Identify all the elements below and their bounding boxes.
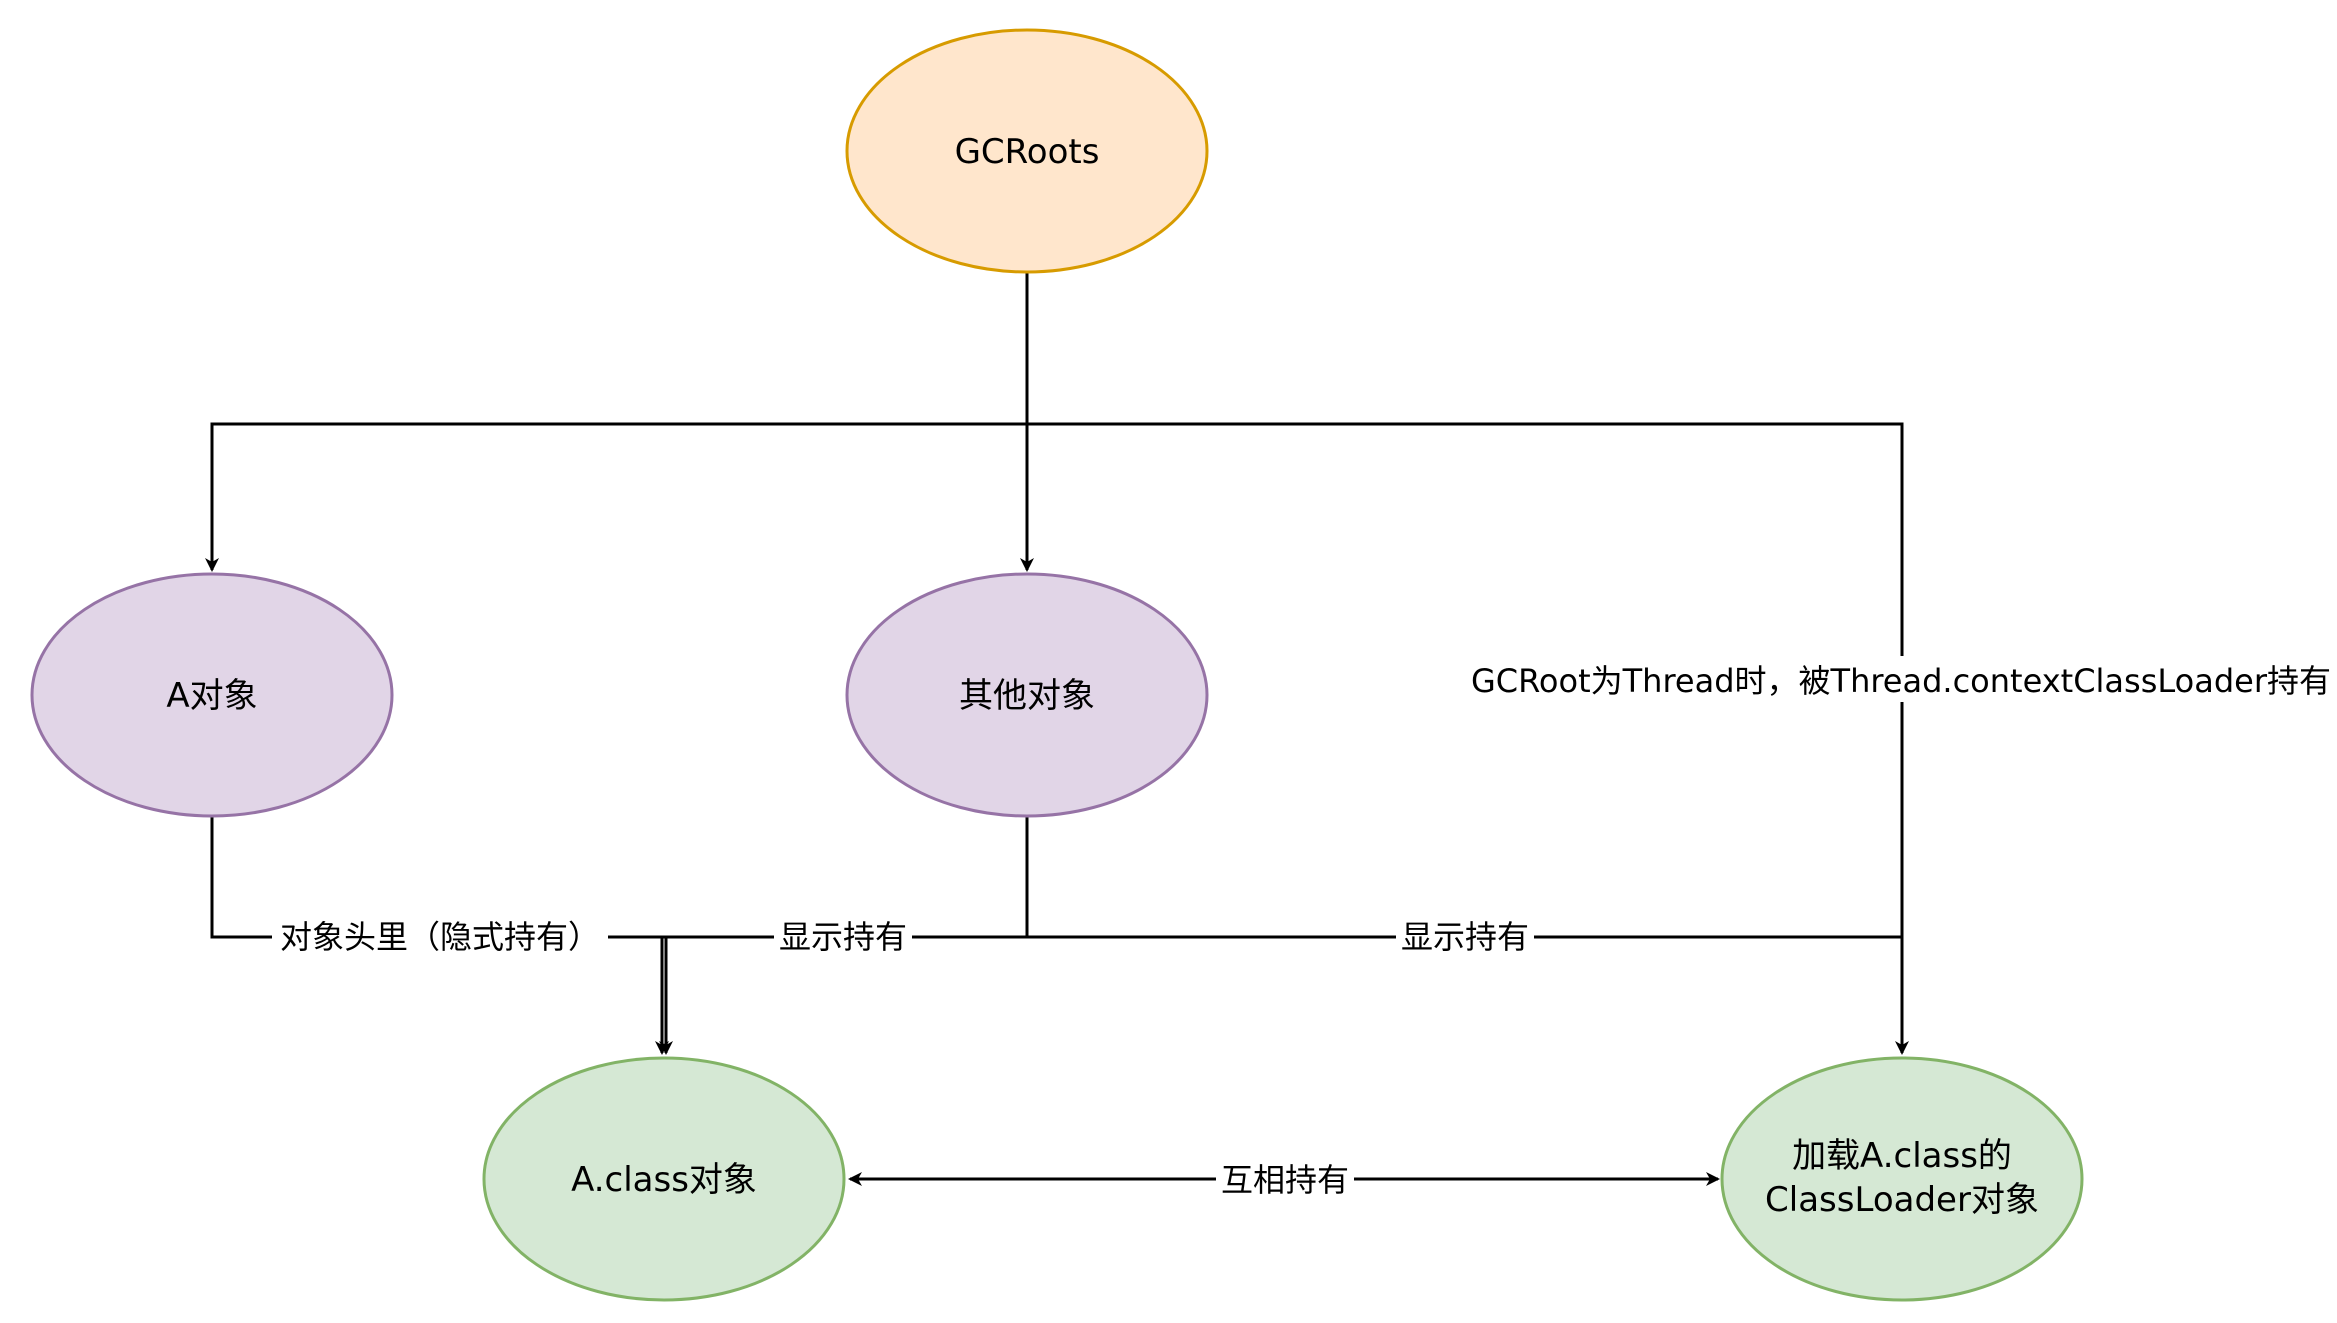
node-a-object-shape [30,572,394,818]
edge-label-thread-context: GCRoot为Thread时，被Thread.contextClassLoade… [1471,656,2331,702]
edge-label-thread-context-text: GCRoot为Thread时，被Thread.contextClassLoade… [1471,662,2331,700]
node-a-object: A对象 [30,572,394,818]
edge-label-mutual-hold: 互相持有 [1216,1156,1354,1202]
edge-label-explicit-hold-1-text: 显示持有 [779,918,907,956]
node-classloader-object-shape [1720,1056,2084,1302]
node-a-class-object-label: A.class对象 [571,1160,757,1200]
edge-label-implicit-hold: 对象头里（隐式持有） [272,913,608,959]
node-a-class-object-shape [482,1056,846,1302]
node-classloader-object-label-line1: 加载A.class的 [1792,1136,2012,1176]
node-other-objects-shape [845,572,1209,818]
node-gcroots-shape [845,28,1209,274]
node-other-objects: 其他对象 [845,572,1209,818]
node-a-class-object: A.class对象 [482,1056,846,1302]
node-gcroots-label: GCRoots [955,132,1100,172]
edge-label-explicit-hold-2: 显示持有 [1396,913,1534,959]
edge-label-mutual-hold-text: 互相持有 [1221,1161,1349,1199]
node-other-objects-label: 其他对象 [959,676,1095,716]
node-classloader-object-label-line2: ClassLoader对象 [1765,1180,2039,1220]
node-classloader-object: 加载A.class的 ClassLoader对象 [1720,1056,2084,1302]
node-a-object-label: A对象 [166,676,257,716]
edge-gcroots-to-classloader [1027,422,1909,1055]
edge-label-implicit-hold-text: 对象头里（隐式持有） [280,918,600,956]
edge-gcroots-to-a-object [205,422,1027,572]
edge-label-explicit-hold-1: 显示持有 [774,913,912,959]
node-gcroots: GCRoots [845,28,1209,274]
edge-label-explicit-hold-2-text: 显示持有 [1401,918,1529,956]
